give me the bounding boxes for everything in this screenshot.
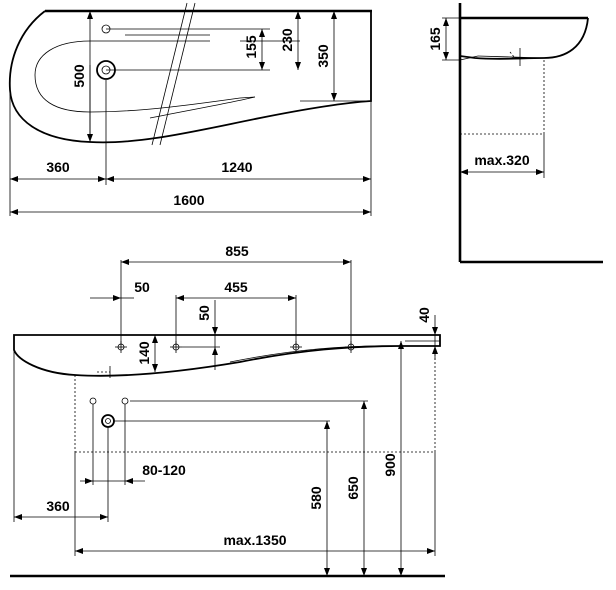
dim-155: 155 bbox=[243, 35, 259, 59]
front-view: 855 50 455 50 40 140 80-120 bbox=[10, 243, 445, 578]
dim-50-top: 50 bbox=[134, 279, 150, 295]
dim-650: 650 bbox=[345, 476, 361, 500]
dim-80-120: 80-120 bbox=[142, 462, 186, 478]
dim-580: 580 bbox=[308, 486, 324, 510]
dim-230: 230 bbox=[279, 28, 295, 52]
dim-1600: 1600 bbox=[173, 192, 204, 208]
dim-50-mid: 50 bbox=[196, 305, 212, 321]
dim-500: 500 bbox=[71, 64, 87, 88]
dim-165: 165 bbox=[427, 27, 443, 51]
dim-455: 455 bbox=[224, 279, 248, 295]
break-line-1 bbox=[159, 2, 196, 146]
top-view: 155 230 350 500 360 1240 1600 bbox=[8, 2, 372, 216]
dim-360-top: 360 bbox=[46, 159, 70, 175]
dim-855: 855 bbox=[225, 243, 249, 259]
dim-140: 140 bbox=[136, 341, 152, 365]
dim-max1350: max.1350 bbox=[223, 532, 286, 548]
dim-1240: 1240 bbox=[221, 159, 252, 175]
connection-waste bbox=[101, 414, 115, 428]
basin-inner-bowl bbox=[34, 40, 256, 113]
dim-max320: max.320 bbox=[474, 152, 529, 168]
basin-side-profile bbox=[459, 17, 589, 60]
side-view: 165 max.320 bbox=[427, 3, 603, 264]
dim-360-front: 360 bbox=[46, 498, 70, 514]
dim-350: 350 bbox=[315, 44, 331, 68]
basin-front-outline bbox=[13, 334, 441, 377]
dim-40: 40 bbox=[416, 307, 432, 323]
connection-hot bbox=[89, 397, 97, 405]
connection-cold bbox=[121, 397, 129, 405]
basin-top-outline bbox=[8, 10, 372, 144]
basin-inner-curve bbox=[149, 96, 256, 119]
basin-front-inner bbox=[229, 345, 381, 363]
break-line-2 bbox=[151, 2, 188, 146]
dim-900: 900 bbox=[382, 453, 398, 477]
